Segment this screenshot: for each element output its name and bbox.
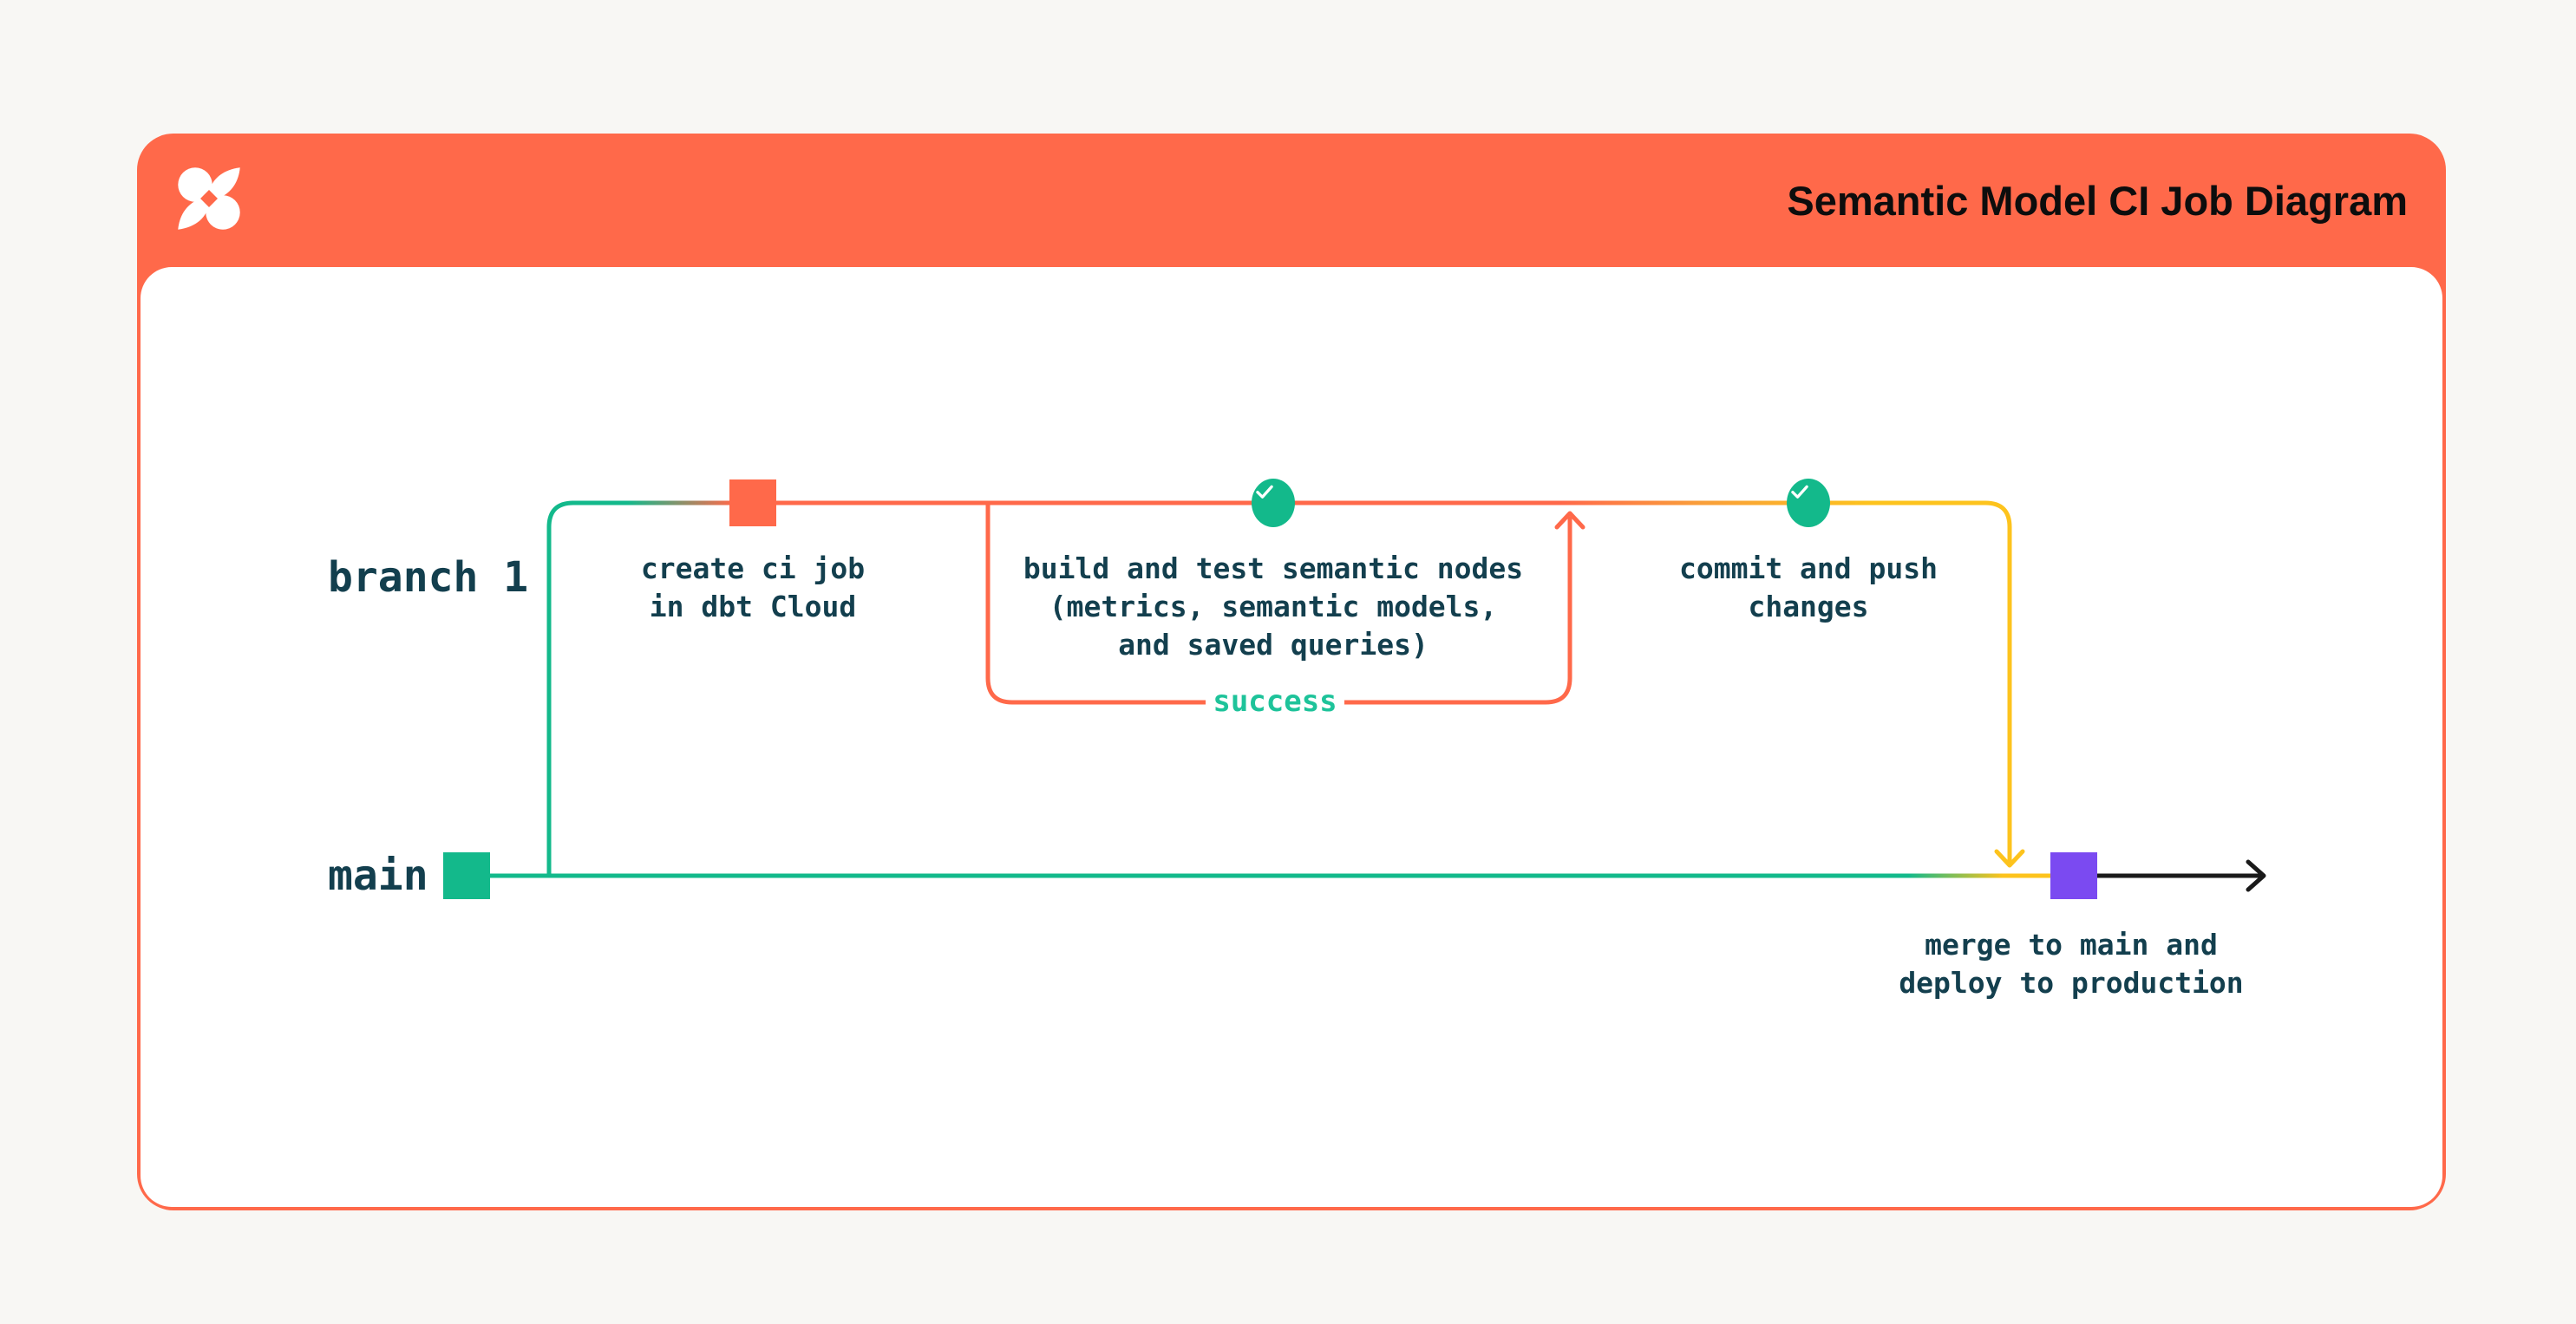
- ci-box-right-border: [1344, 517, 1572, 705]
- create-ci-job-caption: create ci job in dbt Cloud: [640, 551, 866, 623]
- check-icon: [1791, 485, 1808, 499]
- branch-rise-line: [546, 500, 574, 876]
- merge-commit-node: [2050, 852, 2097, 899]
- card-header: Semantic Model CI Job Diagram: [137, 134, 2446, 267]
- dbt-logo-icon: [178, 167, 240, 230]
- build-and-test-caption: build and test semantic nodes (metrics, …: [1023, 551, 1524, 662]
- check-icon: [1256, 485, 1273, 499]
- commit-success-check-badge: [1787, 479, 1830, 527]
- page-title: Semantic Model CI Job Diagram: [1787, 177, 2408, 224]
- diagram-lines: [470, 500, 2266, 892]
- merge-to-main-caption: merge to main and deploy to production: [1899, 928, 2244, 1000]
- commit-and-push-caption: commit and push changes: [1678, 551, 1938, 623]
- merge-drop-line: [1984, 500, 2012, 865]
- main-lane-label: main: [328, 851, 428, 900]
- main-start-commit-node: [443, 852, 490, 899]
- ci-box-arrowhead-icon: [1554, 511, 1585, 530]
- diagram-card: Semantic Model CI Job Diagram: [137, 134, 2446, 1210]
- branch-lane-label: branch 1: [328, 553, 529, 602]
- ci-box-left-border: [985, 503, 1206, 705]
- build-success-check-badge: [1252, 479, 1295, 527]
- create-ci-job-commit-node: [729, 479, 776, 526]
- card-body: branch 1 main create ci job in dbt Cloud…: [141, 267, 2442, 1207]
- merge-drop-arrowhead-icon: [1994, 849, 2025, 868]
- success-label: success: [1206, 684, 1344, 719]
- diagram-canvas: branch 1 main create ci job in dbt Cloud…: [141, 267, 2442, 1207]
- production-arrowhead-icon: [2246, 859, 2266, 892]
